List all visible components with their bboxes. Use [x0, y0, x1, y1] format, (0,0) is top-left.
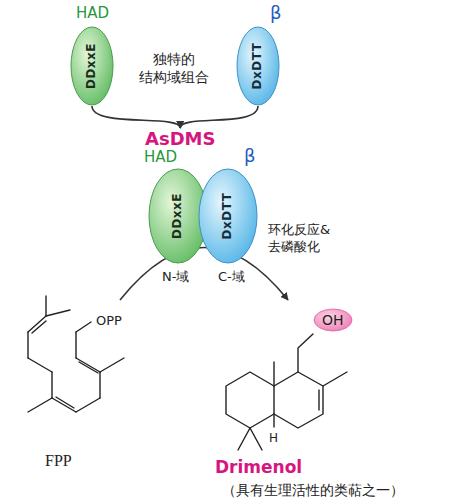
domain-terminus-label: N-域: [162, 270, 189, 285]
drimenol-skeleton-part: [318, 390, 319, 410]
fpp-skeleton-part: [45, 296, 46, 316]
drimenol-skeleton-part: [226, 372, 274, 428]
motif-text: DxDTT: [221, 193, 235, 240]
had-domain-ellipse: HADDDxxE: [70, 26, 114, 106]
molecule-name: Drimenol: [215, 458, 302, 478]
ellipse-fill: [237, 27, 279, 105]
edge-label: 环化反应& 去磷酸化: [268, 222, 348, 256]
motif-text: DDxxE: [171, 193, 185, 239]
fpp-skeleton-part: [56, 397, 74, 408]
fpp-skeleton-part: [28, 398, 52, 412]
fpp-skeleton-part: [75, 332, 76, 358]
fpp-molecule: OPP FPP: [15, 300, 150, 480]
fpp-skeleton-part: [76, 322, 91, 332]
annotation-text: 独特的 结构域组合: [128, 50, 220, 86]
molecule-name: FPP: [45, 452, 72, 470]
drimenol-skeleton-part: [238, 428, 250, 450]
fpp-skeleton-part: [51, 372, 52, 398]
fpp-skeleton-part: [76, 358, 100, 372]
motif-text: DDxxE: [85, 43, 99, 89]
fpp-skeleton-part: [99, 372, 100, 398]
drimenol-skeleton-part: [273, 362, 274, 386]
domain-label: HAD: [144, 149, 177, 166]
drimenol-skeleton-part: [274, 372, 323, 428]
enzyme-name: AsDMS: [145, 128, 215, 150]
fpp-skeleton-part: [28, 358, 52, 372]
domain-label: β: [270, 3, 282, 24]
drimenol-skeleton: [226, 334, 347, 450]
fpp-skeleton-part: [52, 398, 76, 412]
fpp-skeleton-part: [27, 332, 28, 358]
beta-domain-ellipse: βDxDTT: [236, 26, 280, 106]
fpp-skeleton: [28, 296, 124, 412]
connector-arrow: [180, 106, 258, 128]
fpp-skeleton-part: [46, 310, 70, 316]
connector-arrow: [92, 106, 180, 128]
connector-arrow: [120, 248, 288, 301]
hydroxyl-highlight: [314, 309, 352, 331]
fpp-skeleton-part: [32, 321, 46, 333]
domain-label: HAD: [76, 5, 109, 22]
motif-text: DxDTT: [251, 43, 265, 90]
drimenol-skeleton-part: [250, 428, 262, 450]
fpp-skeleton-part: [76, 398, 100, 412]
drimenol-skeleton-part: [273, 414, 274, 427]
fpp-skeleton-part: [28, 316, 46, 332]
ellipse-fill: [149, 169, 207, 263]
domain-label: β: [244, 146, 256, 167]
atom-label: H: [269, 432, 278, 446]
ellipse-fill: [71, 27, 113, 105]
ellipse-fill: [199, 169, 257, 263]
drimenol-skeleton-part: [323, 372, 347, 386]
molecule-note: （具有生理活性的类萜之一）: [222, 482, 404, 498]
drimenol-molecule: OH H Drimenol （具有生理活性的类萜之一）: [200, 300, 440, 500]
beta-domain-ellipse: βDxDTTC-域: [198, 168, 258, 264]
enzyme-name-text: AsDMS: [145, 128, 215, 150]
fpp-skeleton-part: [79, 362, 98, 373]
drimenol-skeleton-part: [298, 334, 313, 372]
group-label: OPP: [96, 314, 122, 329]
fpp-skeleton-part: [100, 358, 124, 372]
group-label: OH: [322, 312, 344, 328]
domain-terminus-label: C-域: [218, 270, 245, 285]
